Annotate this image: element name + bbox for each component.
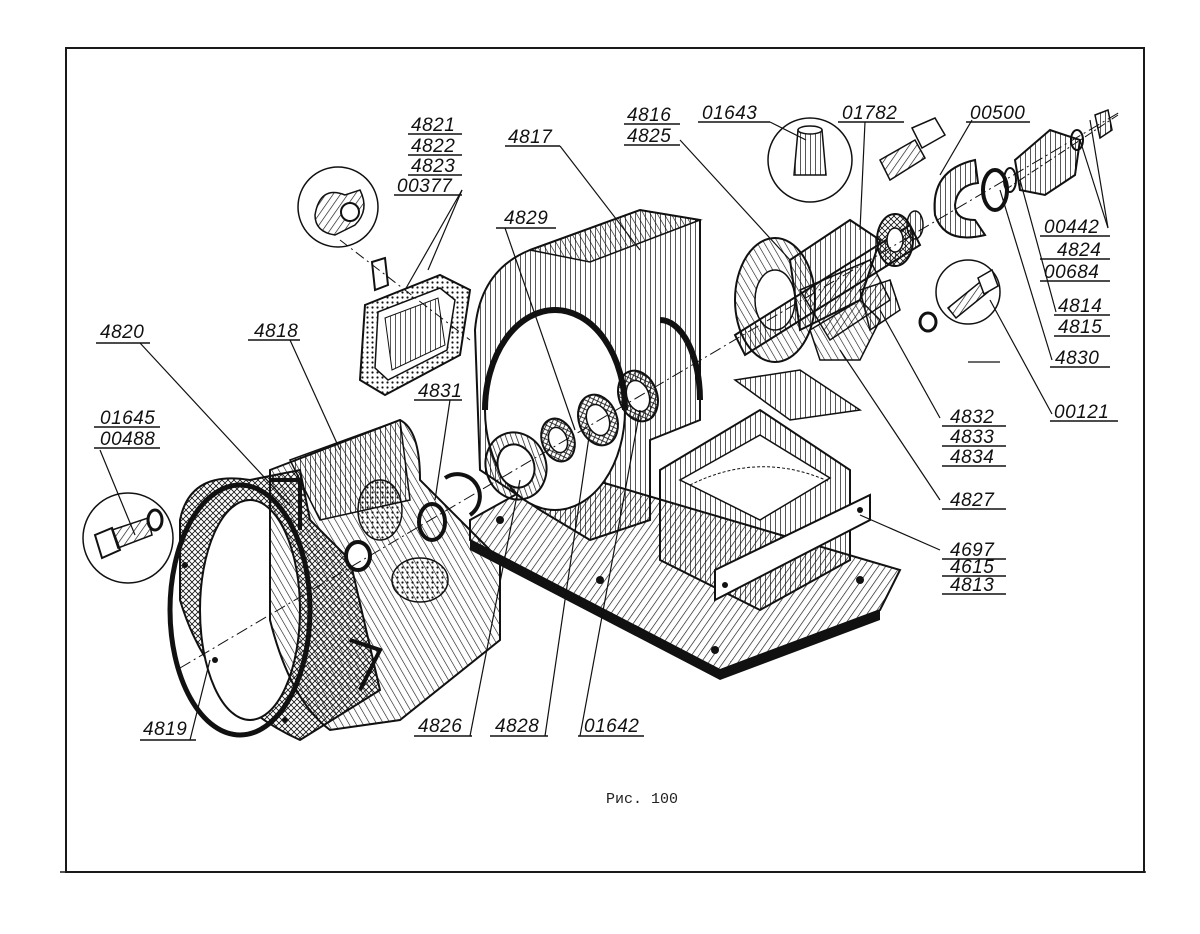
label-4828: 4828 [495,716,539,737]
drum-cover [167,418,501,742]
label-4815: 4815 [1058,317,1102,338]
label-4822: 4822 [411,136,455,157]
figure-caption: Рис. 100 [606,791,678,808]
label-00442: 00442 [1044,217,1099,238]
label-4832: 4832 [950,407,994,428]
part-labels: 4821 4822 4823 00377 4817 4829 4816 4825… [94,103,1118,741]
label-4831: 4831 [418,381,462,402]
label-4824: 4824 [1057,240,1101,261]
label-4816: 4816 [627,105,671,126]
label-4818: 4818 [254,321,298,342]
gasket-cover [358,256,472,397]
retaining-ring [417,472,482,542]
label-4826: 4826 [418,716,462,737]
clamp-and-rings [933,108,1119,239]
label-4829: 4829 [504,208,548,229]
bearing-set [484,369,659,501]
label-4817: 4817 [508,127,553,148]
label-4814: 4814 [1058,296,1102,317]
label-01643: 01643 [702,103,757,124]
label-4825: 4825 [627,126,671,147]
label-4697: 4697 [950,540,995,561]
label-4819: 4819 [143,719,187,740]
detail-circle-bolt-00121 [935,259,1001,325]
label-4833: 4833 [950,427,994,448]
label-4821: 4821 [411,115,455,136]
label-01645: 01645 [100,408,155,429]
center-axis [179,111,1121,669]
label-00684: 00684 [1044,262,1099,283]
label-4823: 4823 [411,156,455,177]
shaft-assembly [733,210,924,363]
label-4820: 4820 [100,322,144,343]
label-01642: 01642 [584,716,639,737]
label-00377: 00377 [397,176,453,197]
detail-circle-bolt-01645 [82,492,174,584]
leader-lines [99,119,1109,741]
detail-circle-01643 [767,117,853,203]
label-4830: 4830 [1055,348,1099,369]
label-00121: 00121 [1054,402,1109,423]
label-00488: 00488 [100,429,155,450]
label-4827: 4827 [950,490,995,511]
label-4834: 4834 [950,447,994,468]
screw-01782 [879,117,947,182]
detail-circle-wingnut [297,166,379,248]
label-01782: 01782 [842,103,897,124]
label-4615: 4615 [950,557,994,578]
label-4813: 4813 [950,575,994,596]
label-00500: 00500 [970,103,1025,124]
